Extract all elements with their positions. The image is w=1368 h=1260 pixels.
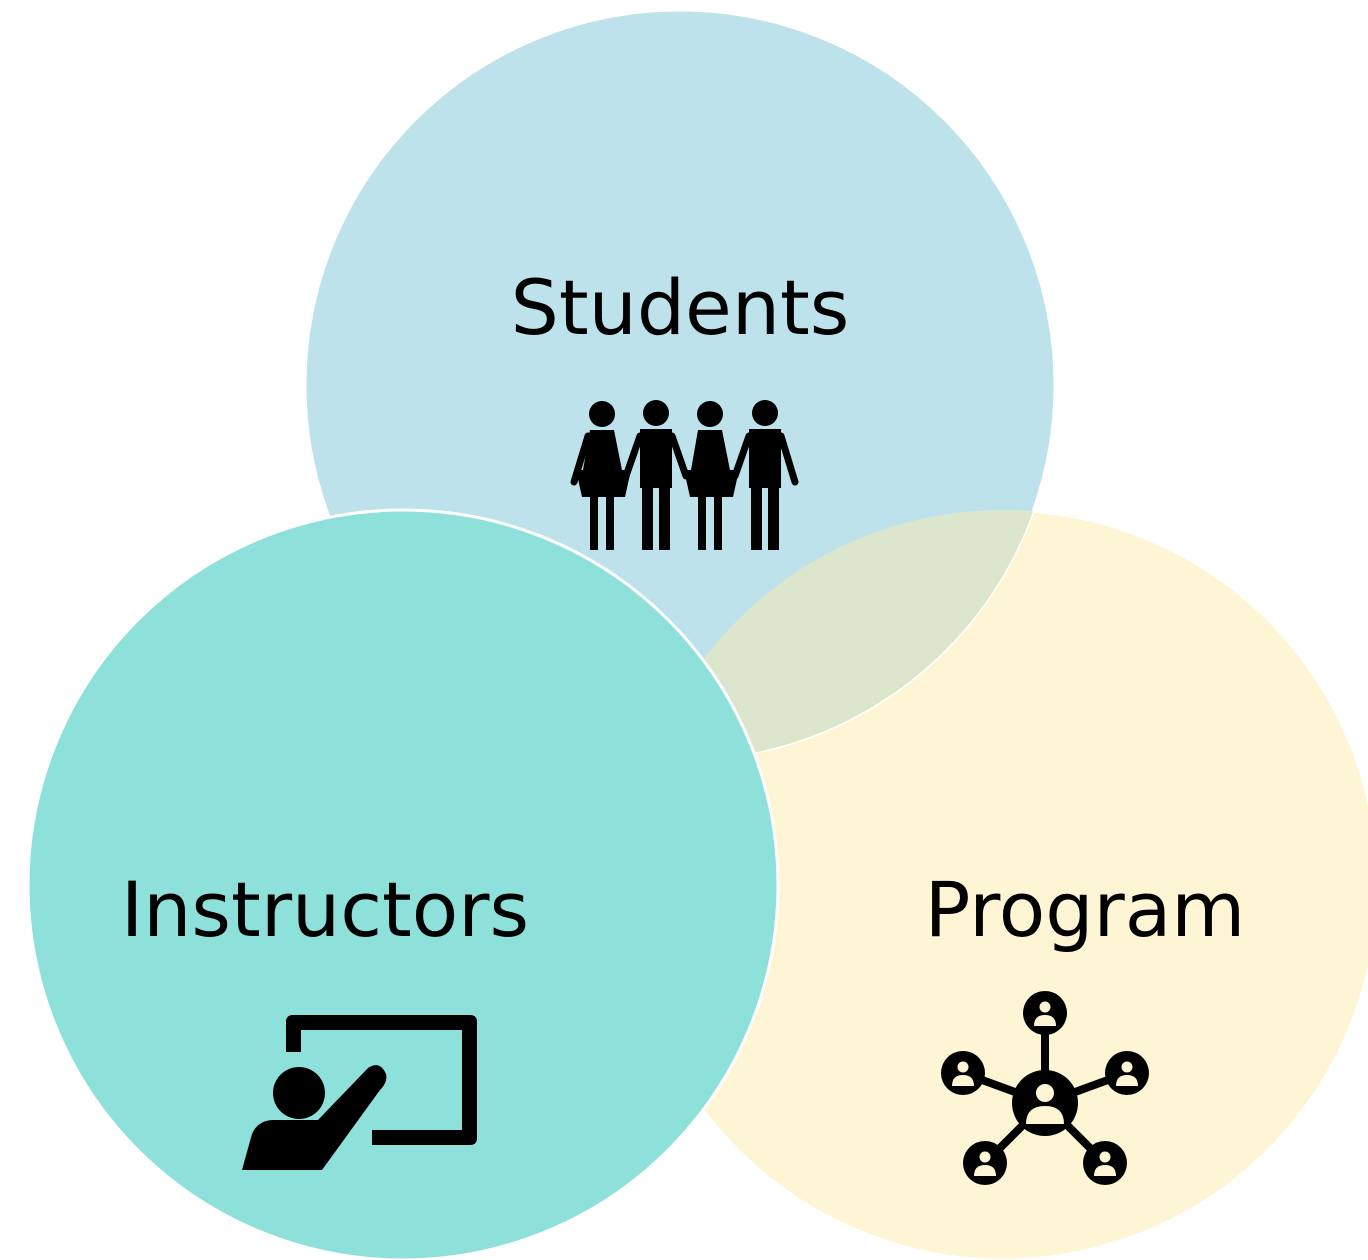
program-label: Program — [924, 865, 1246, 954]
students-program-overlap — [628, 510, 1055, 760]
students-group-icon — [570, 400, 799, 550]
program-network-icon — [941, 991, 1149, 1185]
students-label: Students — [510, 263, 850, 352]
instructors-circle — [26, 508, 780, 1260]
instructors-label: Instructors — [120, 865, 530, 954]
instructor-presentation-icon — [242, 1015, 477, 1170]
